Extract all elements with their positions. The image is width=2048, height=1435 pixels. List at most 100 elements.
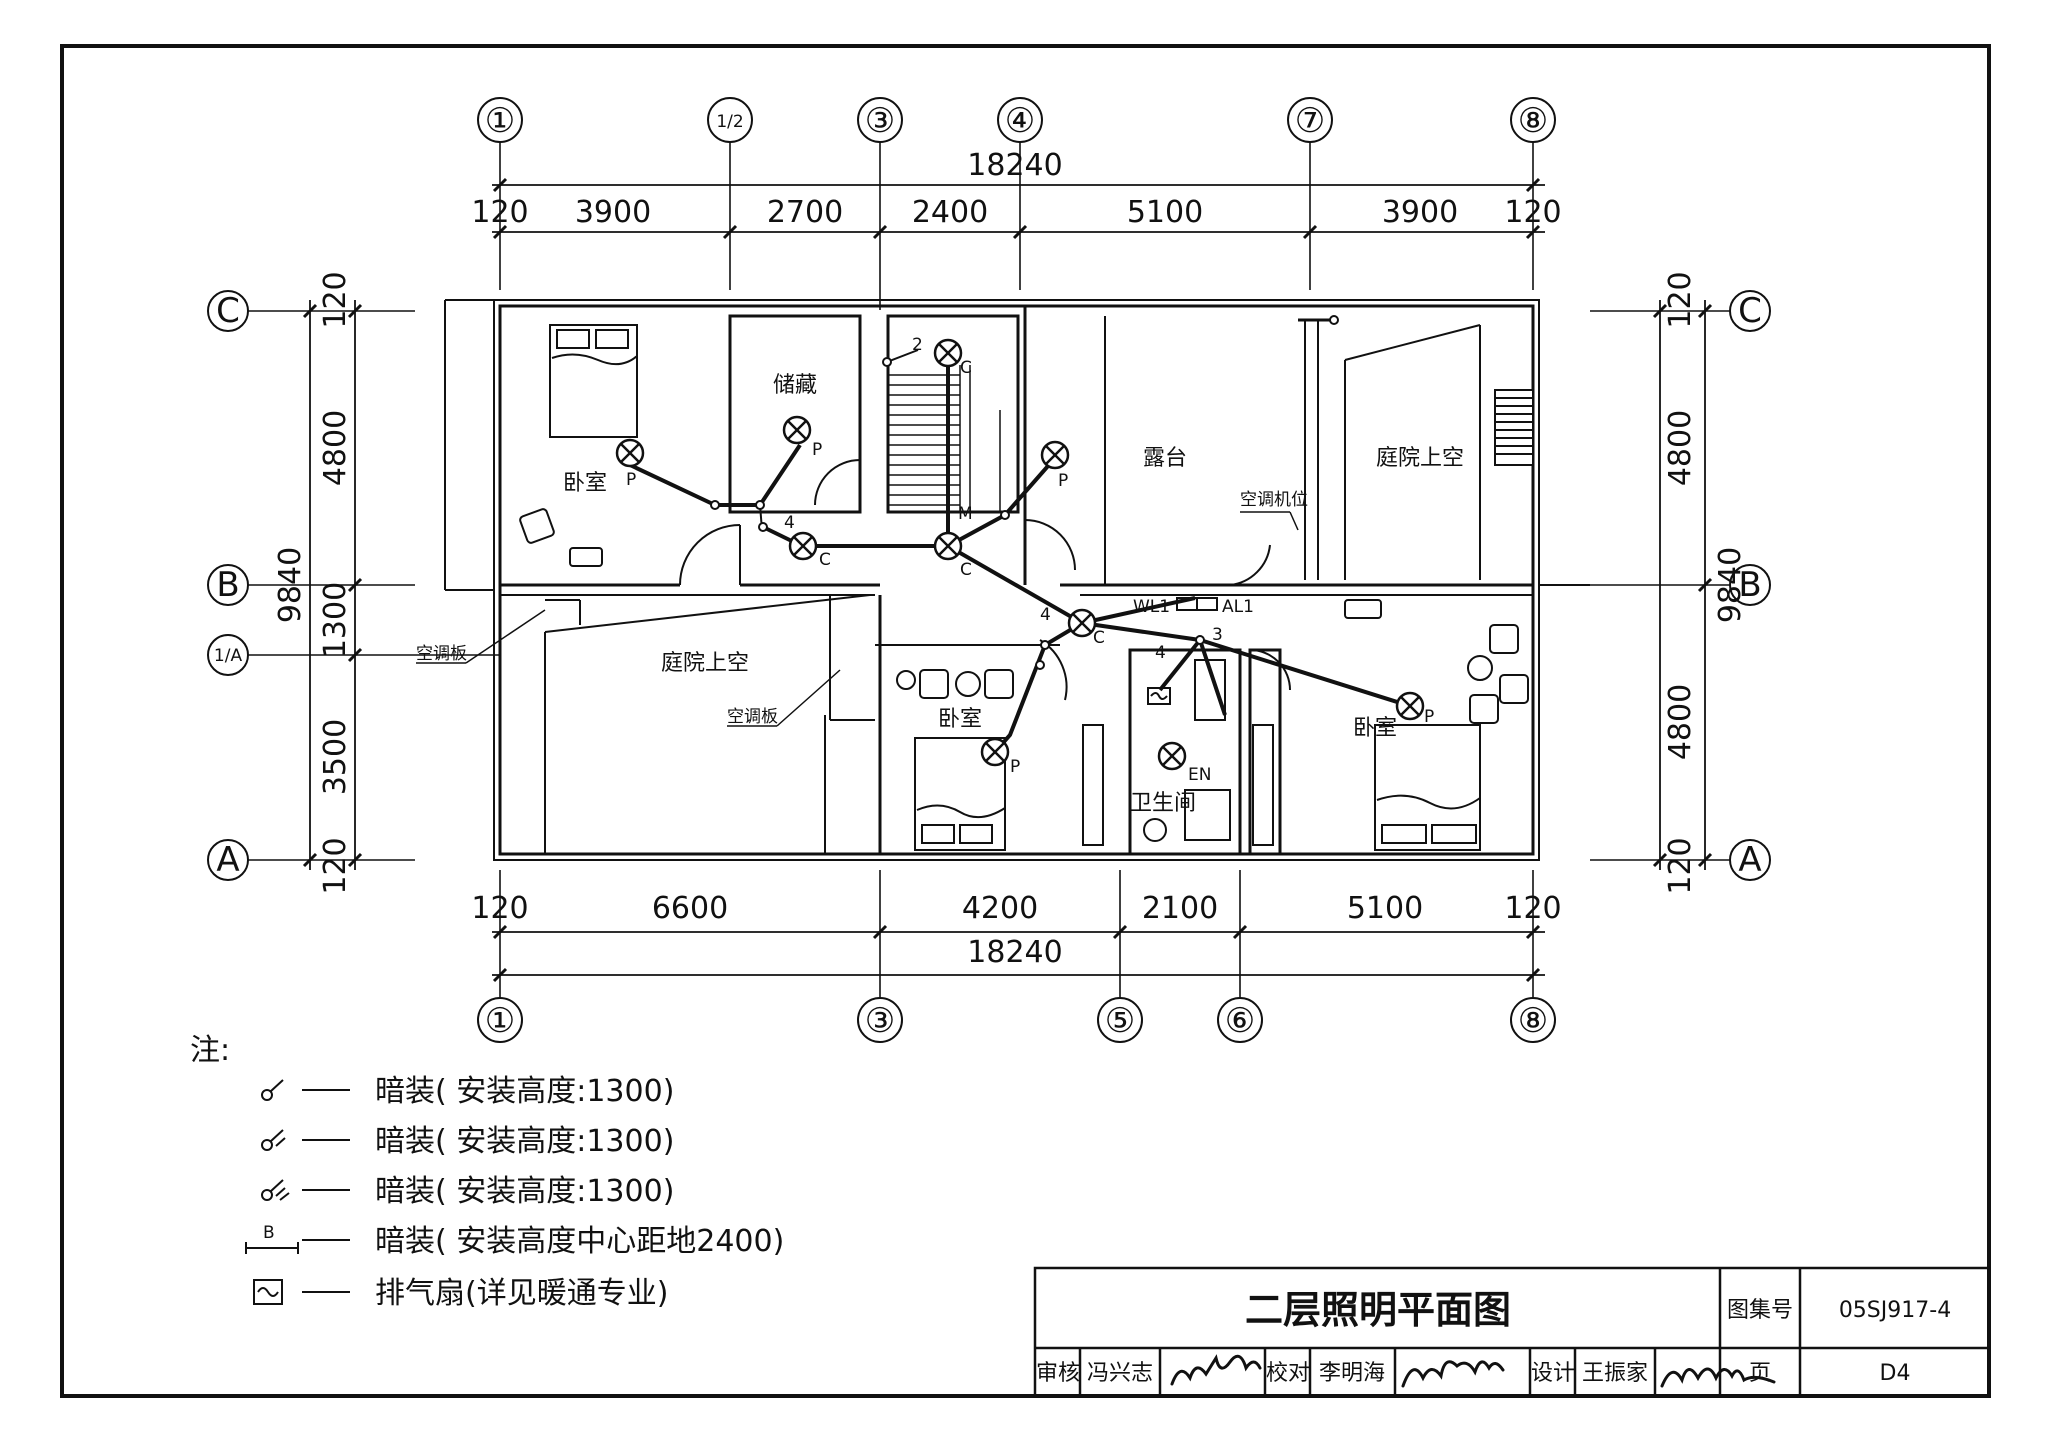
axis-label-right-a: A	[1738, 840, 1761, 880]
lighting-circuits	[629, 362, 1411, 754]
dim-right-0: 120	[1663, 271, 1698, 328]
dim-top-6: 120	[1504, 195, 1561, 230]
axis-label-right-b: B	[1738, 565, 1761, 605]
axis-bubbles-bottom	[477, 997, 1556, 1043]
title-block	[1033, 1266, 1991, 1398]
check-label: 校对	[1266, 1361, 1310, 1386]
axis-label-left-b: B	[216, 565, 239, 605]
dim-top-total: 18240	[967, 148, 1062, 183]
dim-top-4: 5100	[1127, 195, 1203, 230]
dim-right-2: 4800	[1663, 684, 1698, 760]
dim-left-3: 3500	[318, 719, 353, 795]
atlas-number: 05SJ917-4	[1839, 1298, 1951, 1323]
axis-labels-top: ① 1/2 ③ ④ ⑦ ⑧	[485, 101, 1548, 141]
courtyard-void-sw	[544, 594, 871, 854]
axis-label-top-1-2: 1/2	[716, 112, 743, 132]
bed-nw	[549, 324, 638, 438]
drawing-frame	[60, 44, 1991, 1398]
mark-c-1: C	[960, 358, 972, 378]
reviewer-name: 冯兴志	[1087, 1361, 1153, 1386]
door-swings	[679, 459, 1291, 701]
axis-labels-right: C B A	[1738, 291, 1762, 880]
mark-num-4-c: 4	[1155, 643, 1166, 663]
designer-name: 王振家	[1582, 1361, 1648, 1386]
light-icon-bedroom-nw	[615, 438, 645, 468]
page-label: 页	[1749, 1361, 1771, 1386]
annotation-ac-position: 空调机位	[1240, 490, 1308, 510]
mark-num-2: 2	[912, 335, 923, 355]
switch-points	[710, 357, 1205, 670]
mark-num-4-a: 4	[784, 513, 795, 533]
signature-checker	[1401, 1360, 1505, 1388]
dim-bottom-0: 120	[471, 891, 528, 926]
plan-annotations: 空调机位 空调板 空调板 WL1 AL1 EN P P P P P C C C …	[416, 335, 1434, 785]
mark-p-5: P	[1424, 707, 1434, 727]
signature-designer	[1660, 1367, 1776, 1388]
mark-c-4: C	[1093, 628, 1105, 648]
legend-text-2: 暗装( 安装高度:1300)	[375, 1124, 674, 1159]
axis-label-top-7: ⑦	[1295, 101, 1325, 141]
checker-name: 李明海	[1319, 1361, 1385, 1386]
annotation-al1: AL1	[1222, 597, 1254, 617]
socket-b-label: B	[263, 1223, 275, 1243]
dim-bottom-4: 5100	[1347, 891, 1423, 926]
dim-left-4: 120	[318, 837, 353, 894]
dim-left-total: 9840	[273, 547, 308, 623]
axis-label-bottom-6: ⑥	[1225, 1001, 1255, 1041]
distribution-boards	[1176, 315, 1339, 611]
switch-3-icon	[261, 1179, 350, 1201]
light-icon-bedroom-se	[1395, 691, 1425, 721]
dim-bottom-total: 18240	[967, 935, 1062, 970]
notes-heading: 注:	[190, 1033, 230, 1068]
dim-top-0: 120	[471, 195, 528, 230]
axis-label-bottom-3: ③	[865, 1001, 895, 1041]
title-block-texts: 二层照明平面图 图集号 05SJ917-4 页 D4 审核 冯兴志 校对 李明海…	[1036, 1288, 1951, 1386]
dimension-ticks	[302, 177, 1713, 983]
dim-right-total: 9840	[1713, 547, 1748, 623]
room-label-bedroom-se: 卧室	[1353, 716, 1397, 741]
switch-2-icon	[261, 1129, 350, 1151]
bed-se	[1374, 724, 1481, 851]
axis-label-bottom-8: ⑧	[1518, 1001, 1548, 1041]
mark-p-3: P	[1058, 471, 1068, 491]
building-walls	[444, 299, 1590, 861]
dim-left-1: 4800	[318, 410, 353, 486]
light-icon-bedroom-s	[980, 737, 1010, 767]
furniture-misc	[519, 508, 1529, 846]
light-icon-terrace	[1040, 440, 1070, 470]
dimension-texts-top: 18240 120 3900 2700 2400 5100 3900 120	[471, 148, 1561, 230]
switch-1-icon	[261, 1079, 350, 1101]
mark-p-2: P	[812, 440, 822, 460]
light-icon-landing	[1067, 608, 1097, 638]
dimension-texts-left: 9840 120 4800 1300 3500 120	[273, 271, 353, 894]
legend-text-3: 暗装( 安装高度:1300)	[375, 1174, 674, 1209]
mark-num-4-b: 4	[1040, 605, 1051, 625]
dim-bottom-2: 4200	[962, 891, 1038, 926]
axis-label-top-1: ①	[485, 101, 515, 141]
dim-bottom-1: 6600	[652, 891, 728, 926]
dim-left-2: 1300	[318, 582, 353, 658]
legend-text-1: 暗装( 安装高度:1300)	[375, 1074, 674, 1109]
axis-label-top-8: ⑧	[1518, 101, 1548, 141]
mark-num-3: 3	[1212, 625, 1223, 645]
room-label-bathroom: 卫生间	[1130, 791, 1196, 816]
annotation-ac-board-2: 空调板	[727, 707, 778, 727]
exhaust-fan-icon	[253, 1279, 350, 1305]
room-label-terrace: 露台	[1143, 446, 1187, 471]
axis-label-bottom-1: ①	[485, 1001, 515, 1041]
legend-notes: 注: 暗装( 安装高度:1300) 暗装( 安装高度:1300) 暗装( 安装高…	[190, 1033, 784, 1311]
axis-label-right-c: C	[1738, 291, 1762, 331]
light-icon-storage	[782, 415, 812, 445]
dim-top-1: 3900	[575, 195, 651, 230]
drawing-title: 二层照明平面图	[1245, 1288, 1511, 1332]
light-icon-corridor	[788, 531, 818, 561]
axis-label-top-4: ④	[1005, 101, 1035, 141]
dim-bottom-3: 2100	[1142, 891, 1218, 926]
exhaust-fan-bathroom-icon	[1147, 687, 1171, 705]
room-label-bedroom-nw: 卧室	[563, 471, 607, 496]
axis-label-bottom-5: ⑤	[1105, 1001, 1135, 1041]
design-label: 设计	[1531, 1361, 1575, 1386]
annotation-ac-board-1: 空调板	[416, 644, 467, 664]
socket-b-icon	[245, 1239, 350, 1254]
dim-bottom-5: 120	[1504, 891, 1561, 926]
